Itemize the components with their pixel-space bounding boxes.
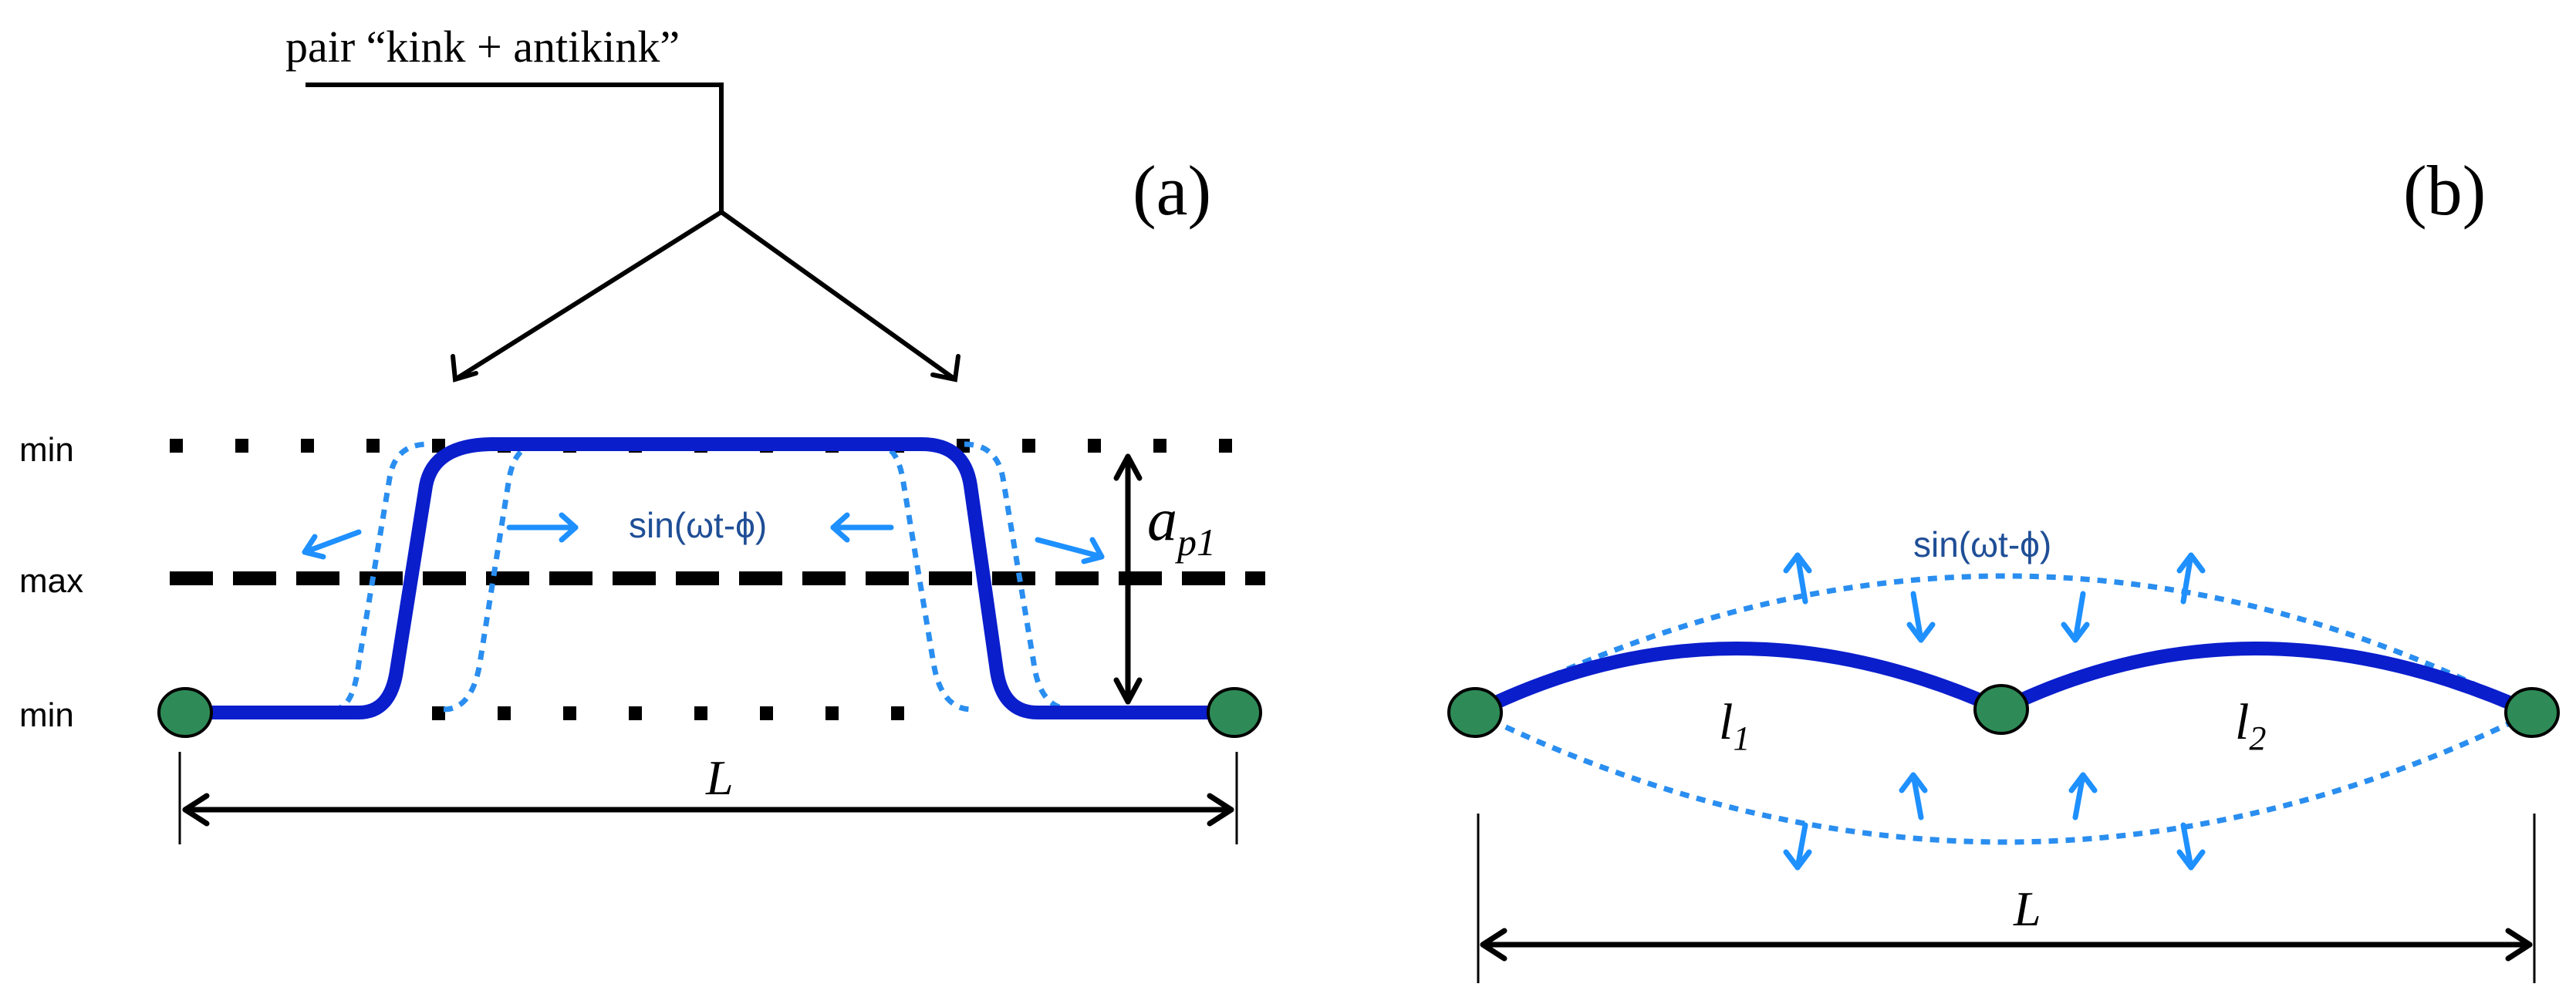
- envelope-dotted: [1474, 573, 2534, 845]
- oscillation-text-a: sin(ωt-ϕ): [629, 505, 767, 545]
- pinning-node-b-middle: [1973, 684, 2029, 735]
- pinning-node-left: [157, 687, 213, 738]
- length-label-b: L: [2013, 881, 2041, 936]
- level-label-bottom: min: [19, 696, 74, 734]
- level-label-middle: max: [19, 562, 83, 600]
- panel-b-label: (b): [2403, 151, 2486, 230]
- pinning-node-b-left: [1447, 687, 1503, 738]
- length-label-a: L: [705, 750, 734, 805]
- string-segment-1: [1468, 642, 2008, 719]
- length-arrow-b: [1480, 928, 2533, 962]
- kink-arrowheads: [451, 354, 961, 382]
- panel-b: (b) sin(ωt-ϕ): [1447, 151, 2560, 983]
- segment-label-1: l1: [1719, 694, 1750, 757]
- displaced-string-dotted: [333, 441, 1073, 713]
- kink-pair-pointer: [306, 83, 957, 382]
- oscillation-text-b: sin(ωt-ϕ): [1913, 524, 2051, 564]
- panel-a: pair “kink + antikink” (a) min max min: [19, 22, 1265, 844]
- amplitude-arrow: [1113, 453, 1143, 705]
- string-segment-2: [1994, 642, 2539, 719]
- segment-label-2: l2: [2235, 694, 2266, 757]
- level-label-top: min: [19, 431, 74, 469]
- length-arrow-a: [182, 793, 1234, 827]
- oscillation-arrows-b: [1783, 552, 2206, 871]
- pinning-node-b-right: [2504, 687, 2560, 738]
- kink-antikink-string: [178, 437, 1234, 719]
- kink-pair-caption: pair “kink + antikink”: [285, 22, 680, 72]
- amplitude-label: ap1: [1147, 486, 1216, 564]
- pinning-node-right: [1207, 687, 1262, 738]
- oscillation-arrows-a: [302, 512, 1105, 564]
- panel-a-label: (a): [1133, 151, 1211, 230]
